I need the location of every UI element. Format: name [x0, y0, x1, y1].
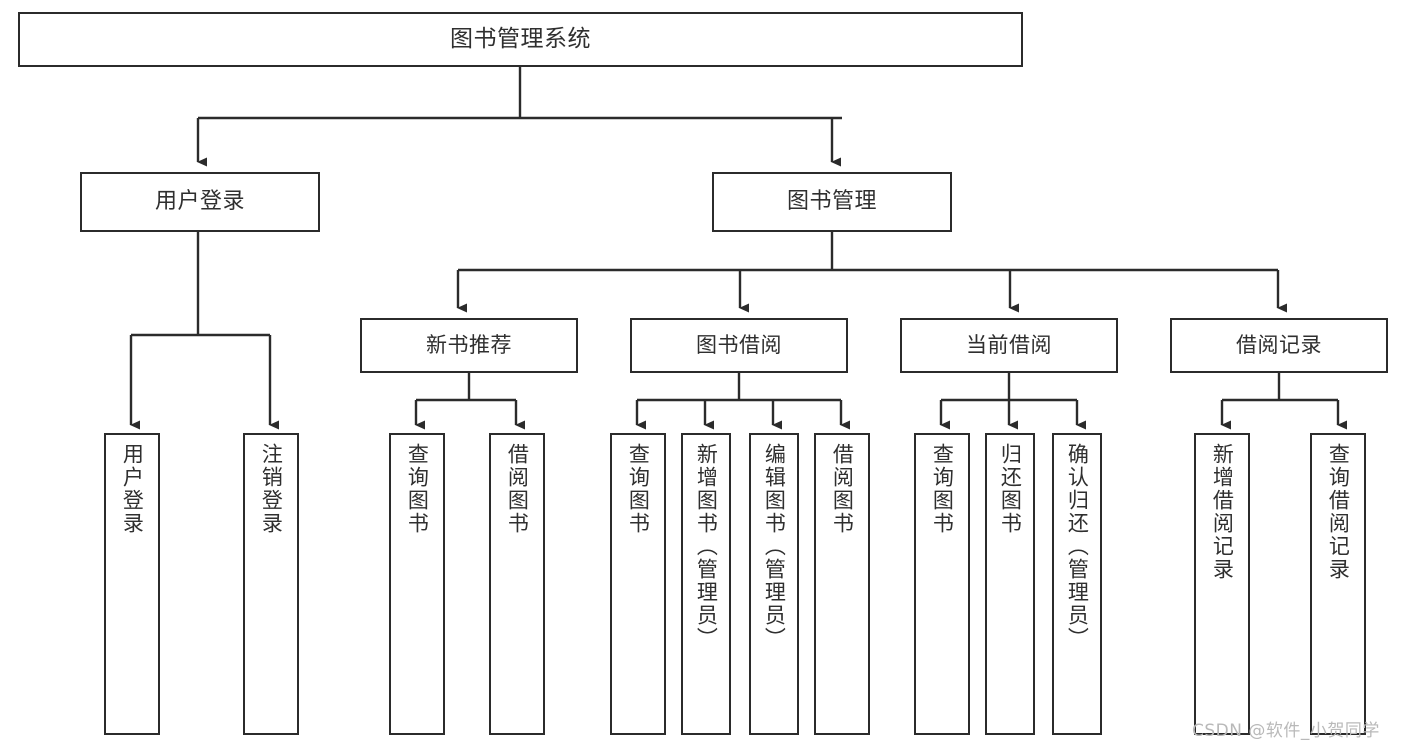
leaf-add-borrow-record[interactable]: 新增借阅记录: [1194, 433, 1250, 735]
leaf-query-book-newbook[interactable]: 查询图书: [389, 433, 445, 735]
leaf-user-login[interactable]: 用户登录: [104, 433, 160, 735]
node-label: 查询图书: [930, 443, 955, 535]
node-root-system[interactable]: 图书管理系统: [18, 12, 1023, 67]
leaf-return-book[interactable]: 归还图书: [985, 433, 1035, 735]
node-label: 用户登录: [154, 189, 245, 215]
node-label: 借阅图书: [830, 443, 855, 535]
node-label: 新书推荐: [426, 333, 512, 358]
leaf-query-book-current[interactable]: 查询图书: [914, 433, 970, 735]
node-book-management[interactable]: 图书管理: [712, 172, 952, 232]
node-label: 查询借阅记录: [1326, 443, 1351, 581]
node-label: 图书借阅: [696, 333, 782, 358]
leaf-borrow-book-newbook[interactable]: 借阅图书: [489, 433, 545, 735]
node-label: 新增图书（管理员）: [694, 443, 719, 650]
leaf-confirm-return-admin[interactable]: 确认归还（管理员）: [1052, 433, 1102, 735]
node-label: 新增借阅记录: [1210, 443, 1235, 581]
node-label: 用户登录: [120, 443, 145, 535]
node-current-borrow[interactable]: 当前借阅: [900, 318, 1118, 373]
leaf-query-borrow-record[interactable]: 查询借阅记录: [1310, 433, 1366, 735]
node-label: 借阅图书: [505, 443, 530, 535]
node-label: 图书管理: [786, 189, 877, 215]
leaf-query-book-borrow[interactable]: 查询图书: [610, 433, 666, 735]
node-label: 借阅记录: [1236, 333, 1322, 358]
node-label: 图书管理系统: [450, 26, 591, 53]
leaf-borrow-book-borrow[interactable]: 借阅图书: [814, 433, 870, 735]
node-label: 注销登录: [259, 443, 284, 535]
node-label: 归还图书: [998, 443, 1023, 535]
leaf-logout[interactable]: 注销登录: [243, 433, 299, 735]
node-label: 查询图书: [405, 443, 430, 535]
node-user-login[interactable]: 用户登录: [80, 172, 320, 232]
node-label: 查询图书: [626, 443, 651, 535]
leaf-edit-book-admin[interactable]: 编辑图书（管理员）: [749, 433, 799, 735]
node-new-book-recommend[interactable]: 新书推荐: [360, 318, 578, 373]
node-label: 编辑图书（管理员）: [762, 443, 787, 650]
node-book-borrow[interactable]: 图书借阅: [630, 318, 848, 373]
node-label: 当前借阅: [966, 333, 1052, 358]
leaf-add-book-admin[interactable]: 新增图书（管理员）: [681, 433, 731, 735]
node-label: 确认归还（管理员）: [1065, 443, 1090, 650]
node-borrow-record[interactable]: 借阅记录: [1170, 318, 1388, 373]
